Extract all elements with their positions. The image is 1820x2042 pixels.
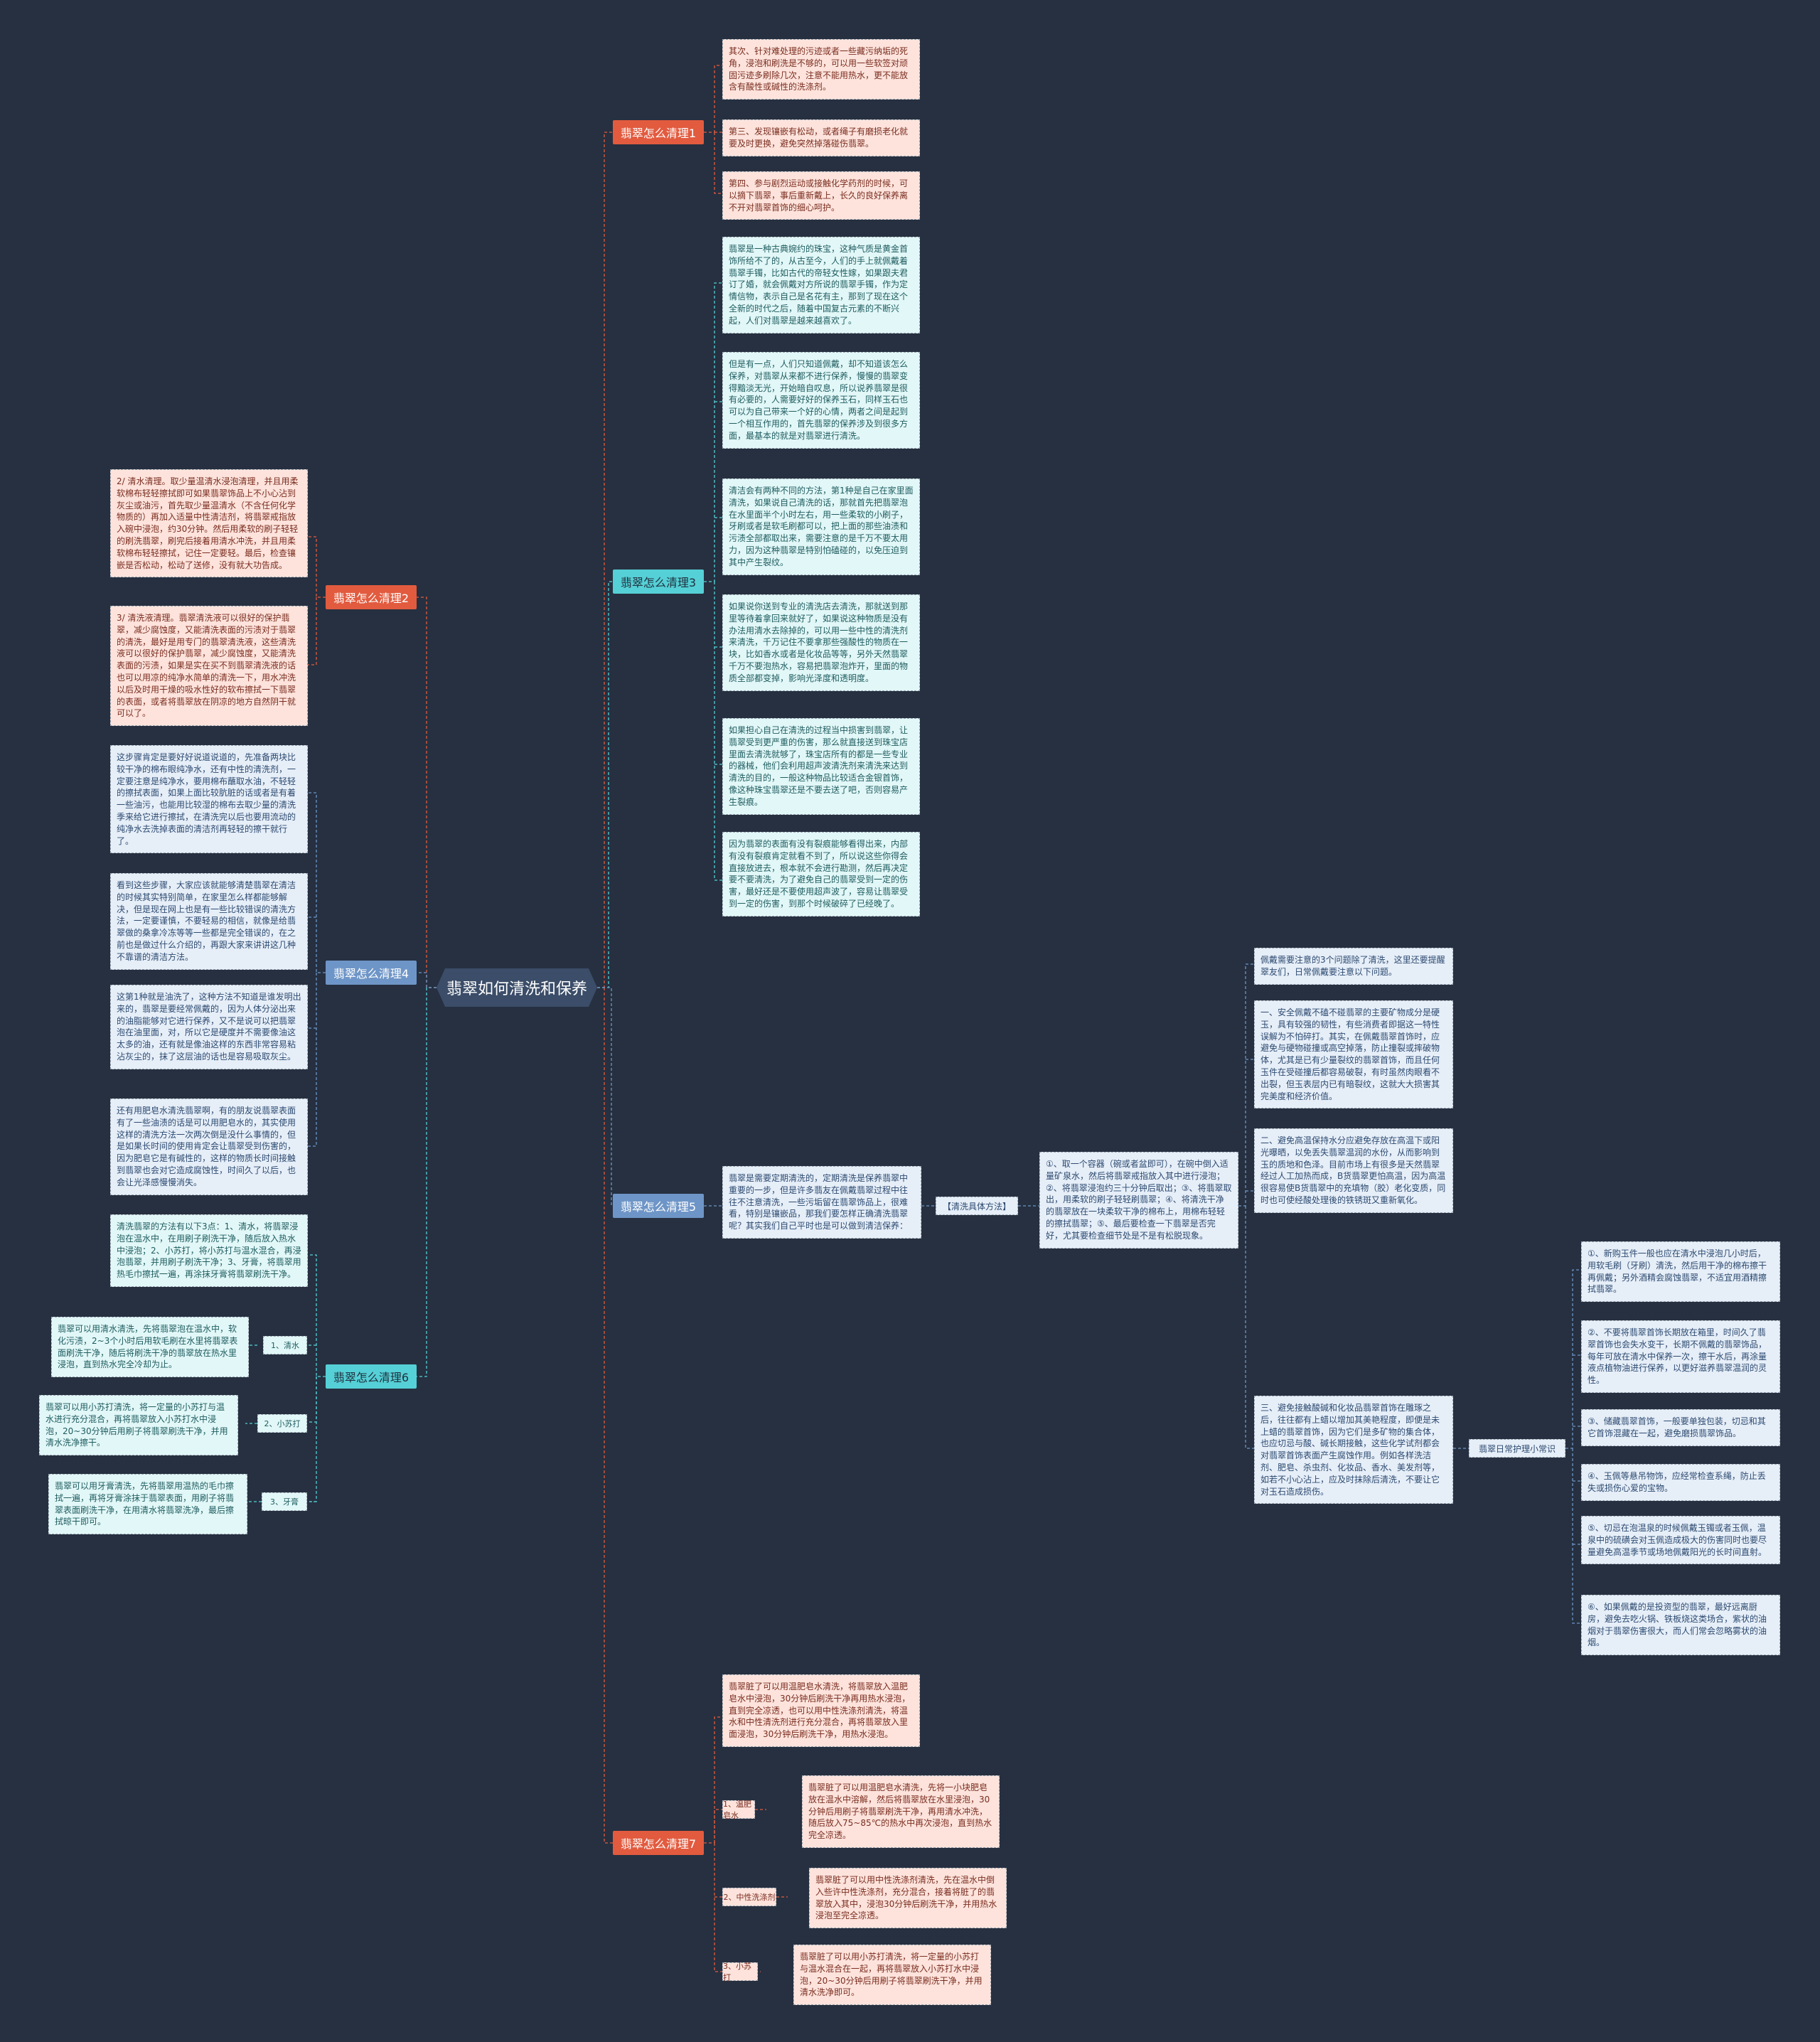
branch-clean-6[interactable]: 翡翠怎么清理6 xyxy=(326,1364,417,1389)
b3-card-1: 翡翠是一种古典婉约的珠宝，这种气质是黄金首饰所给不了的，从古至今，人们的手上就佩… xyxy=(722,237,920,333)
b7-intro: 翡翠脏了可以用温肥皂水清洗，将翡翠放入温肥皂水中浸泡，30分钟后刷洗干净再用热水… xyxy=(722,1674,920,1747)
b5-care-1: 一、安全佩戴不磕不碰翡翠的主要矿物成分是硬玉，具有较强的韧性，有些消费者即据这一… xyxy=(1254,1000,1453,1109)
b7-detergent: 翡翠脏了可以用中性洗涤剂清洗，先在温水中倒入些许中性洗涤剂，充分混合，接着将脏了… xyxy=(809,1868,1007,1929)
branch-clean-2[interactable]: 翡翠怎么清理2 xyxy=(326,585,417,609)
b3-card-3: 清洁会有两种不同的方法，第1种是自己在家里面清洗，如果说自己清洗的话，那就首先把… xyxy=(722,479,920,575)
b5-tip-1: ①、新购玉件一般也应在清水中浸泡几小时后，用软毛刷（牙刷）清洗，然后用干净的棉布… xyxy=(1581,1241,1780,1303)
root-topic[interactable]: 翡翠如何清洗和保养 xyxy=(437,968,597,1007)
b6-water-label[interactable]: 1、清水 xyxy=(263,1336,307,1354)
b2-card-2: 3/ 清洗液清理。翡翠清洗液可以很好的保护翡翠，减少腐蚀度，又能清洗表面的污渍对… xyxy=(110,606,308,727)
b1-card-3: 第四、参与剧烈运动或接触化学药剂的时候，可以摘下翡翠，事后重新戴上，长久的良好保… xyxy=(722,171,920,220)
b5-method: ①、取一个容器（碗或者盆即可），在碗中倒入适量矿泉水，然后将翡翠戒指放入其中进行… xyxy=(1039,1152,1238,1249)
b6-soda: 翡翠可以用小苏打清洗，将一定量的小苏打与温水进行充分混合，再将翡翠放入小苏打水中… xyxy=(39,1395,238,1456)
b1-card-2: 第三、发现镶嵌有松动，或者绳子有磨损老化就要及时更换，避免突然掉落碰伤翡翠。 xyxy=(722,119,920,156)
branch-clean-7[interactable]: 翡翠怎么清理7 xyxy=(613,1831,704,1855)
b6-toothpaste-label[interactable]: 3、牙膏 xyxy=(262,1492,307,1511)
b5-care-2: 二、避免高温保持水分应避免存放在高温下或阳光曝晒，以免丢失翡翠温润的水份，从而影… xyxy=(1254,1128,1453,1213)
b3-card-5: 如果担心自己在清洗的过程当中损害到翡翠，让翡翠受到更严重的伤害，那么就直接送到珠… xyxy=(722,718,920,815)
b2-card-1: 2/ 清水清理。取少量温清水浸泡清理，并且用柔软棉布轻轻擦拭即可如果翡翠饰品上不… xyxy=(110,469,308,578)
b4-card-3: 这第1种就是油洗了，这种方法不知道是谁发明出来的，翡翠是要经常佩戴的，因为人体分… xyxy=(110,985,308,1069)
b3-card-2: 但是有一点，人们只知道佩戴，却不知道该怎么保养，对翡翠从来都不进行保养，慢慢的翡… xyxy=(722,352,920,449)
b4-card-4: 还有用肥皂水清洗翡翠啊，有的朋友说翡翠表面有了一些油渍的话是可以用肥皂水的，其实… xyxy=(110,1098,308,1195)
b5-tip-4: ④、玉佩等悬吊物饰，应经常检查系绳，防止丢失或损伤心爱的宝物。 xyxy=(1581,1464,1780,1501)
branch-clean-4[interactable]: 翡翠怎么清理4 xyxy=(326,961,417,985)
b5-intro: 翡翠是需要定期清洗的，定期清洗是保养翡翠中重要的一步，但是许多翡友在佩戴翡翠过程… xyxy=(722,1166,921,1239)
b6-toothpaste: 翡翠可以用牙膏清洗，先将翡翠用温热的毛巾擦拭一遍，再将牙膏涂抹于翡翠表面，用刷子… xyxy=(48,1474,247,1535)
b5-tip-5: ⑤、切忌在泡温泉的时候佩戴玉镯或者玉佩，温泉中的硫磺会对玉佩造成极大的伤害同时也… xyxy=(1581,1516,1780,1565)
b5-care-intro: 佩戴需要注意的3个问题除了清洗，这里还要提醒翠友们，日常佩戴要注意以下问题。 xyxy=(1254,948,1453,985)
b5-tip-6: ⑥、如果佩戴的是投资型的翡翠，最好远离厨房，避免去吃火锅、铁板烧这类场合，紫状的… xyxy=(1581,1595,1780,1656)
b7-soap: 翡翠脏了可以用温肥皂水清洗，先将一小块肥皂放在温水中溶解，然后将翡翠放在水里浸泡… xyxy=(802,1775,1000,1848)
b5-care-3: 三、避免接触酸碱和化妆品翡翠首饰在雕琢之后，往往都有上蜡以增加其美艳程度，即便是… xyxy=(1254,1396,1453,1504)
b6-water: 翡翠可以用清水清洗，先将翡翠泡在温水中，软化污渍，2~3个小时后用软毛刷在水里将… xyxy=(51,1317,249,1378)
branch-clean-3[interactable]: 翡翠怎么清理3 xyxy=(613,570,704,594)
b7-soap-label[interactable]: 1、温肥皂水 xyxy=(722,1800,755,1820)
b3-card-4: 如果说你送到专业的清洗店去清洗，那就送到那里等待着拿回来就好了，如果说这种物质是… xyxy=(722,594,920,691)
b7-soda-label[interactable]: 3、小苏打 xyxy=(722,1962,758,1982)
branch-clean-5[interactable]: 翡翠怎么清理5 xyxy=(613,1194,704,1218)
b5-tip-2: ②、不要将翡翠首饰长期放在箱里，时间久了翡翠首饰也会失水变干，长期不佩戴的翡翠饰… xyxy=(1581,1320,1780,1393)
b4-card-2: 看到这些步骤，大家应该就能够清楚翡翠在清洁的时候其实特别简单，在家里怎么样都能够… xyxy=(110,873,308,970)
b5-daily-label[interactable]: 翡翠日常护理小常识 xyxy=(1469,1439,1565,1458)
branch-clean-1[interactable]: 翡翠怎么清理1 xyxy=(613,120,704,144)
b6-soda-label[interactable]: 2、小苏打 xyxy=(257,1414,307,1433)
b7-detergent-label[interactable]: 2、中性洗涤剂 xyxy=(722,1888,776,1906)
b1-card-1: 其次、针对难处理的污迹或者一些藏污纳垢的死角，浸泡和刷洗是不够的，可以用一些软签… xyxy=(722,39,920,100)
b7-soda: 翡翠脏了可以用小苏打清洗，将一定量的小苏打与温水混合在一起，再将翡翠放入小苏打水… xyxy=(793,1945,991,2006)
b5-tip-3: ③、储藏翡翠首饰，一般要单独包装，切忌和其它首饰混藏在一起，避免磨损翡翠饰品。 xyxy=(1581,1409,1780,1446)
b3-card-6: 因为翡翠的表面有没有裂痕能够看得出来，内部有没有裂痕肯定就看不到了，所以说这些你… xyxy=(722,832,920,916)
b6-intro: 清洗翡翠的方法有以下3点：1、清水，将翡翠浸泡在温水中，在用刷子刷洗干净，随后放… xyxy=(110,1214,308,1287)
b5-method-label[interactable]: 【清洗具体方法】 xyxy=(936,1197,1018,1215)
b4-card-1: 这步骤肯定是要好好说道说道的，先准备两块比较干净的棉布眼纯净水，还有中性的清洗剂… xyxy=(110,745,308,854)
